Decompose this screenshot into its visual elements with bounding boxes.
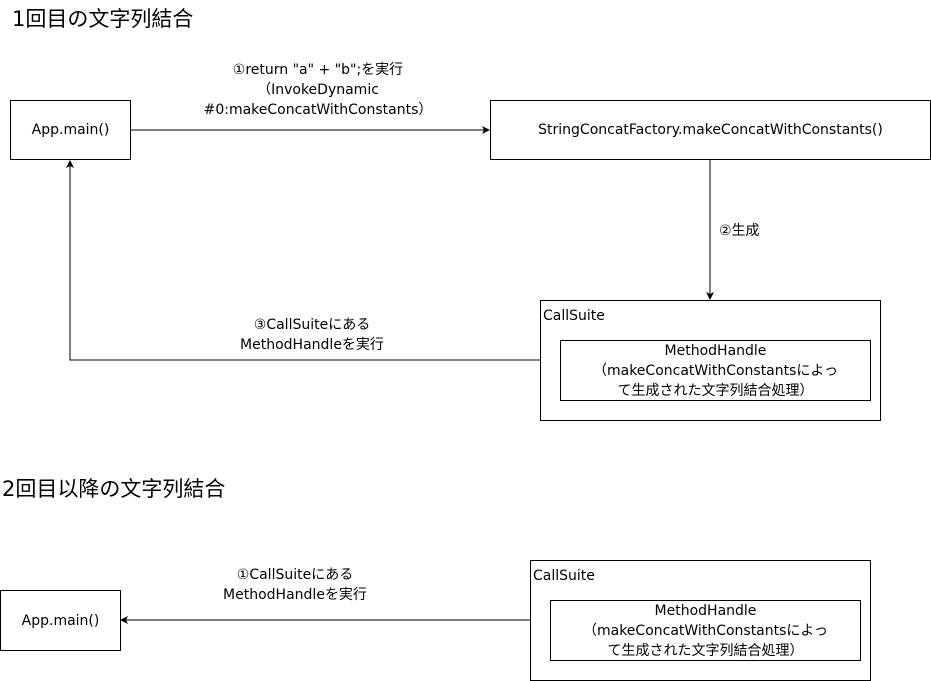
edge2-label: ②生成 — [719, 220, 760, 240]
app-main-node-2[interactable]: App.main() — [0, 590, 121, 651]
edge1-line3: #0:makeConcatWithConstants） — [203, 102, 433, 118]
section1-title: 1回目の文字列結合 — [12, 7, 194, 31]
factory-label: StringConcatFactory.makeConcatWithConsta… — [538, 122, 883, 138]
methodhandle2-line1: MethodHandle — [654, 602, 757, 619]
methodhandle-line1: MethodHandle — [664, 342, 767, 359]
edge1-label: ①return "a" + "b";を実行 （InvokeDynamic #0:… — [203, 60, 433, 120]
methodhandle2-line3: て生成された文字列結合処理） — [607, 642, 804, 659]
app-main-label: App.main() — [31, 122, 110, 138]
app-main-label-2: App.main() — [21, 612, 100, 629]
factory-node[interactable]: StringConcatFactory.makeConcatWithConsta… — [490, 100, 931, 160]
edge2-1-line2: MethodHandleを実行 — [223, 587, 367, 603]
edge1-line2: （InvokeDynamic — [257, 82, 379, 98]
arrow-callsuite-to-app — [66, 160, 540, 361]
edge2-1-label: ①CallSuiteにある MethodHandleを実行 — [223, 565, 367, 605]
methodhandle2-line2: （makeConcatWithConstantsによっ — [582, 622, 829, 639]
edge1-line1: ①return "a" + "b";を実行 — [232, 62, 404, 78]
methodhandle-line2: （makeConcatWithConstantsによっ — [592, 362, 839, 379]
edge3-label: ③CallSuiteにある MethodHandleを実行 — [240, 315, 384, 355]
app-main-node[interactable]: App.main() — [10, 100, 131, 160]
methodhandle-node[interactable]: MethodHandle （makeConcatWithConstantsによっ… — [560, 340, 871, 401]
section2-title: 2回目以降の文字列結合 — [2, 477, 226, 501]
callsuite-label-2: CallSuite — [533, 568, 595, 584]
edge3-line1: ③CallSuiteにある — [253, 317, 371, 333]
edge2-1-line1: ①CallSuiteにある — [236, 567, 354, 583]
methodhandle-line3: て生成された文字列結合処理） — [617, 382, 814, 399]
callsuite-label: CallSuite — [543, 308, 605, 324]
methodhandle-node-2[interactable]: MethodHandle （makeConcatWithConstantsによっ… — [550, 600, 861, 661]
edge3-line2: MethodHandleを実行 — [240, 337, 384, 353]
